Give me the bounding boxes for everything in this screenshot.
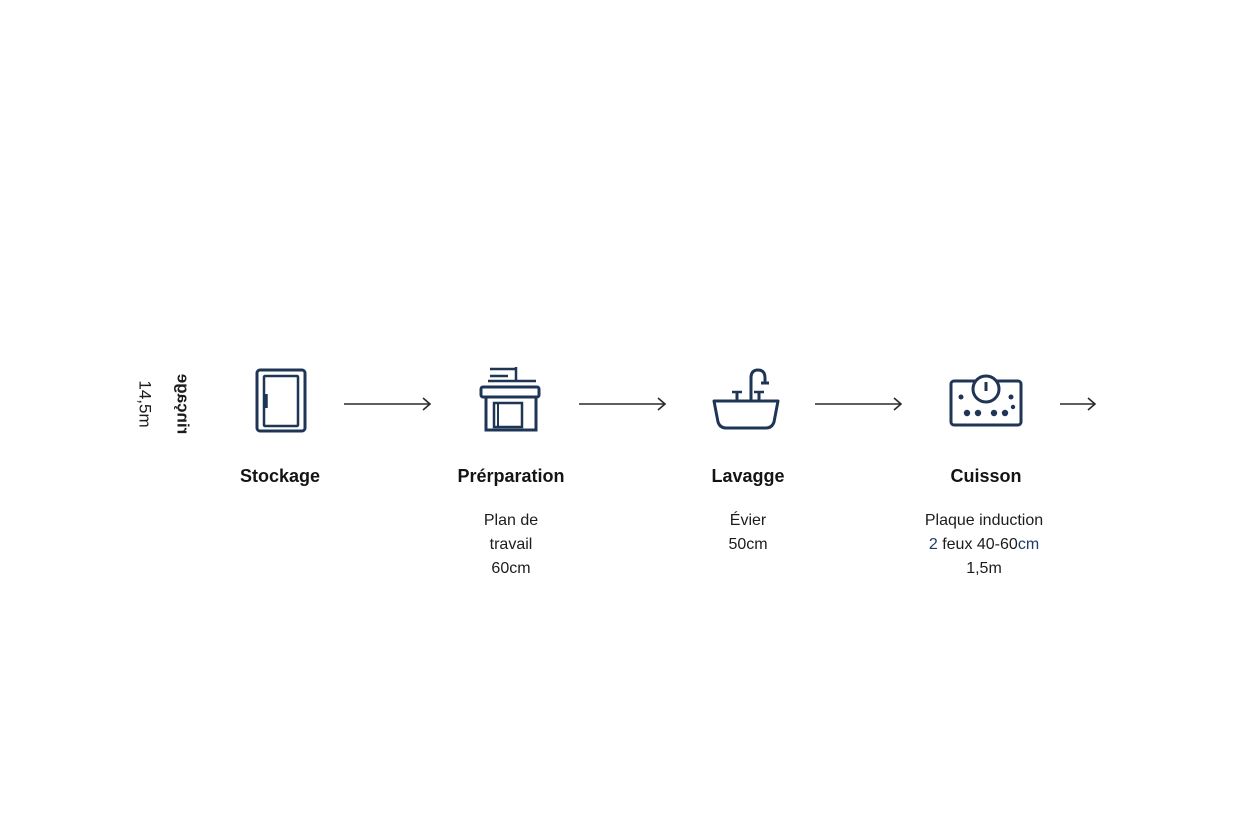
worktop-icon [478,365,542,433]
desc-line: Plaque induction [924,512,1044,529]
sink-icon [711,366,781,432]
desc-line-highlighted: 2 feux 40-60cm [925,533,1043,557]
desc-line: 60cm [491,560,531,577]
desc-line: 50cm [728,536,768,553]
station-desc-lavage: Évier 50cm [728,509,767,557]
desc-line: Évier [729,512,767,529]
station-title-cuisson: Cuisson [950,466,1022,486]
desc-line: travail [489,536,533,553]
desc-accent-end: cm [1017,536,1040,553]
arrow-stockage-to-preparation [344,394,434,414]
arrow-lavage-to-cuisson [815,394,905,414]
arrow-cuisson-next [1060,394,1100,414]
desc-accent-start: 2 [928,536,938,553]
induction-hob-icon [948,373,1024,429]
station-title-lavage: Lavagge [711,466,785,486]
desc-line: Plan de [483,512,539,529]
station-desc-preparation: Plan de travail 60cm [484,509,538,581]
station-title-preparation: Prérparation [457,466,565,486]
station-title-stockage: Stockage [239,466,321,486]
desc-middle: feux 40-60 [937,536,1018,553]
desc-line: 1,5m [966,560,1002,577]
station-desc-cuisson: Plaque induction 2 feux 40-60cm 1,5m [925,509,1043,581]
side-word-label: rinçage [173,373,193,435]
arrow-preparation-to-lavage [579,394,669,414]
refrigerator-icon [254,368,308,434]
side-dimension-label: 14,5m [135,380,155,428]
